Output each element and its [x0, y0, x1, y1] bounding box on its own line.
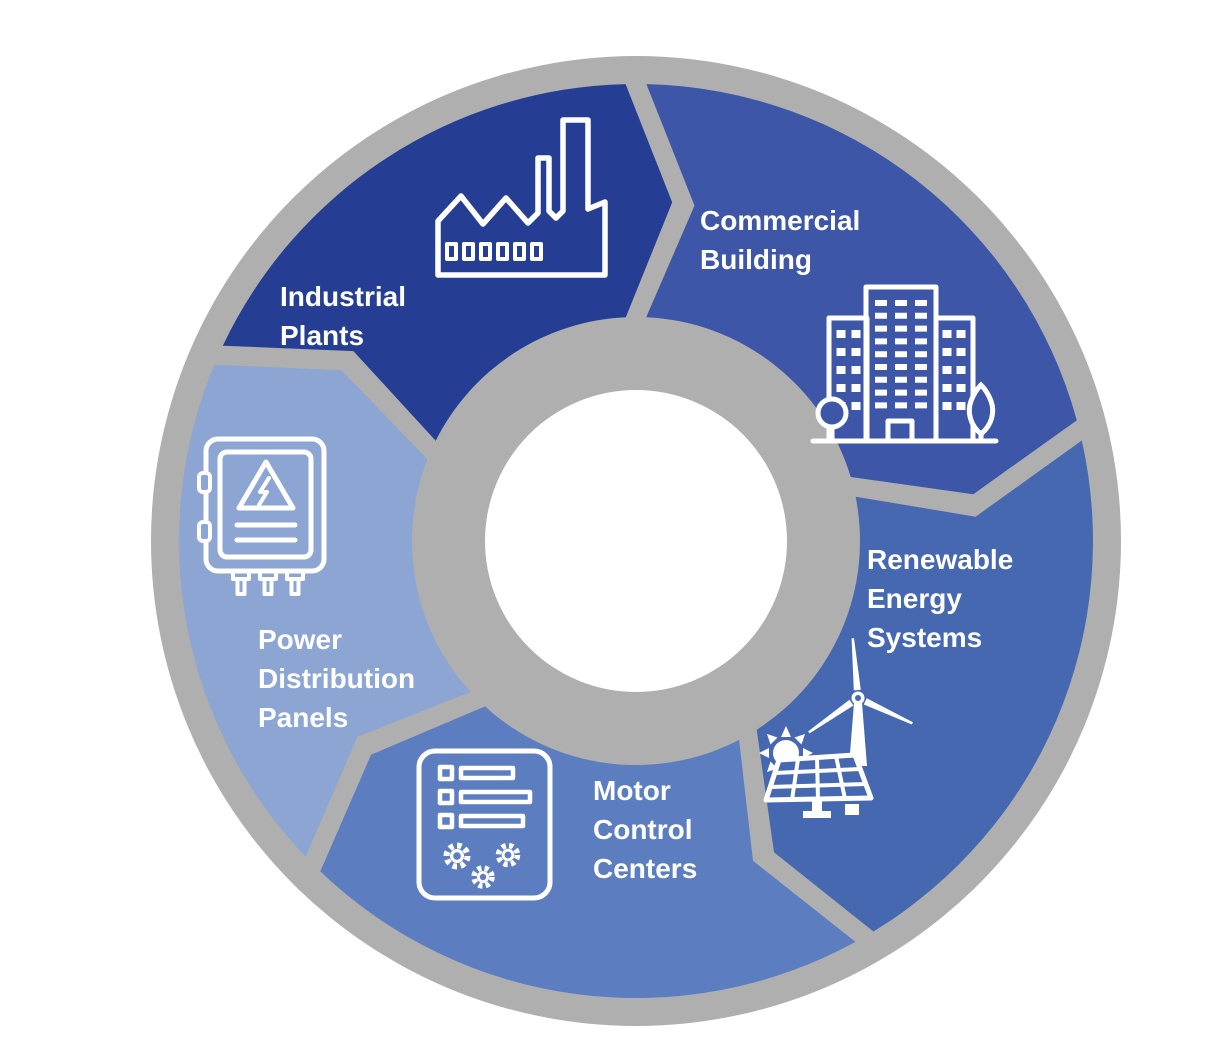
control-panel-outline [416, 748, 553, 901]
segment-label-renewable-energy: Renewable Energy Systems [867, 544, 1021, 653]
gear-teeth [443, 842, 471, 870]
segment-shape-industrial-plants [222, 84, 673, 441]
gear-teeth [495, 842, 521, 868]
list-bar [458, 765, 516, 781]
segment-shape-renewable-energy [756, 440, 1093, 932]
segment-label-industrial-plants: Industrial Plants [280, 281, 414, 351]
office-buildings-icon [810, 284, 999, 444]
wind-turbine-icon [808, 638, 913, 766]
wind-turbine-solar-panel-icon [759, 638, 913, 818]
factory-window [496, 242, 509, 261]
panel-hinge [197, 471, 212, 494]
segment-label-commercial-building: Commercial Building [700, 205, 868, 275]
turbine-hub-center [855, 695, 861, 701]
gear-icon [471, 865, 495, 889]
panel-pedestal [812, 798, 822, 811]
panel-hinge [197, 520, 212, 543]
solar-panel-icon [763, 752, 874, 818]
control-list-gears-icon [416, 748, 553, 901]
sun-ray [794, 734, 805, 745]
factory-window [479, 242, 492, 261]
factory-window [462, 242, 475, 261]
gear-teeth [471, 865, 495, 889]
gear-icon [443, 842, 471, 870]
segment-label-power-distribution: Power Distribution Panels [258, 624, 423, 733]
warning-triangle-icon [236, 459, 296, 511]
turbine-tower [849, 703, 867, 766]
gear-hole [504, 851, 512, 859]
factory-window [445, 242, 458, 261]
panel-grid-line [790, 758, 800, 801]
connector-stem [262, 577, 274, 596]
panel-grid-line [815, 756, 820, 801]
gear-hole [453, 852, 461, 860]
list-bullet [437, 764, 455, 782]
list-bar [458, 789, 533, 805]
turbine-blade [851, 638, 861, 691]
panel-foot [845, 804, 859, 815]
factory-window [513, 242, 526, 261]
pointed-tree-icon [966, 381, 996, 438]
sun-ray [781, 726, 791, 737]
list-bullet [437, 788, 455, 806]
segment-shape-commercial-building [646, 84, 1077, 495]
panel-grid-line [834, 755, 847, 800]
segment-label-motor-control-centers: Motor Control Centers [593, 775, 700, 884]
factory-icon [435, 117, 608, 278]
turbine-blade [863, 698, 913, 725]
panel-foot [803, 811, 831, 818]
gear-icon [495, 842, 521, 868]
sun-ray [759, 748, 769, 758]
distribution-panel-icon [197, 436, 327, 596]
sun-ray [803, 748, 813, 758]
round-tree-icon [815, 396, 849, 430]
list-bar [458, 813, 526, 829]
panel-box-inner [217, 449, 314, 560]
connector-stem [235, 577, 247, 596]
connector-stem [289, 577, 301, 596]
sun-ray [767, 734, 778, 745]
factory-window [530, 242, 543, 261]
gear-hole [479, 873, 487, 881]
factory-outline [435, 117, 608, 278]
turbine-blade [808, 699, 854, 734]
lightning-bolt-icon [257, 476, 271, 507]
list-bullet [437, 812, 455, 830]
